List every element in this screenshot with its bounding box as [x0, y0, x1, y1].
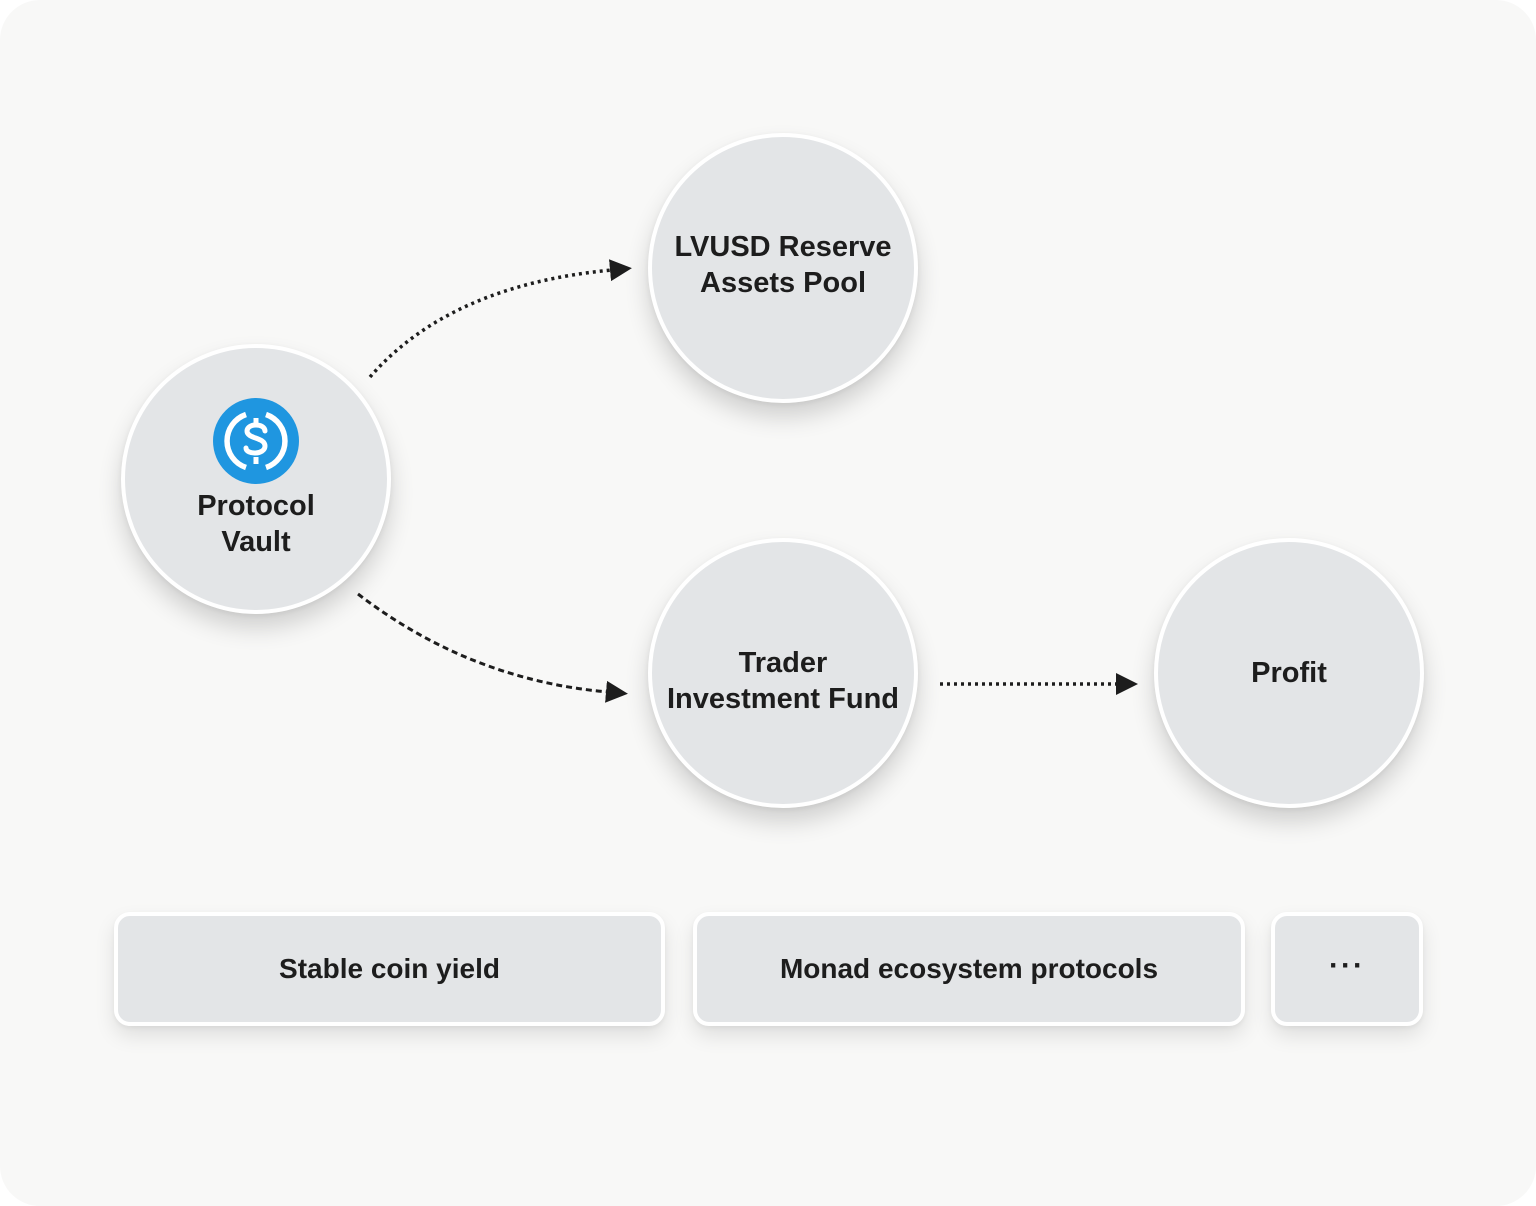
box-label: Monad ecosystem protocols: [779, 953, 1159, 984]
profit-node: Profit: [1154, 538, 1424, 808]
node-label: Profit: [1251, 657, 1327, 689]
arrow-vault-to-fund: [357, 592, 628, 703]
usdc-coin-icon: [213, 398, 299, 484]
node-label: Protocol Vault: [197, 490, 315, 558]
monad-ecosystem-protocols-box: Monad ecosystem protocols: [693, 912, 1245, 1026]
more-options-box: ···: [1271, 912, 1423, 1026]
node-label: Trader Investment Fund: [666, 647, 899, 715]
stable-coin-yield-box: Stable coin yield: [114, 912, 665, 1026]
ellipsis-icon: ···: [1329, 949, 1365, 982]
box-label: Stable coin yield: [279, 953, 500, 984]
trader-investment-fund-node: Trader Investment Fund: [648, 538, 918, 808]
protocol-vault-node: Protocol Vault: [121, 344, 391, 614]
reserve-assets-pool-node: LVUSD Reserve Assets Pool: [648, 133, 918, 403]
arrow-vault-to-reserve: [368, 259, 632, 379]
node-label: LVUSD Reserve Assets Pool: [674, 231, 892, 299]
